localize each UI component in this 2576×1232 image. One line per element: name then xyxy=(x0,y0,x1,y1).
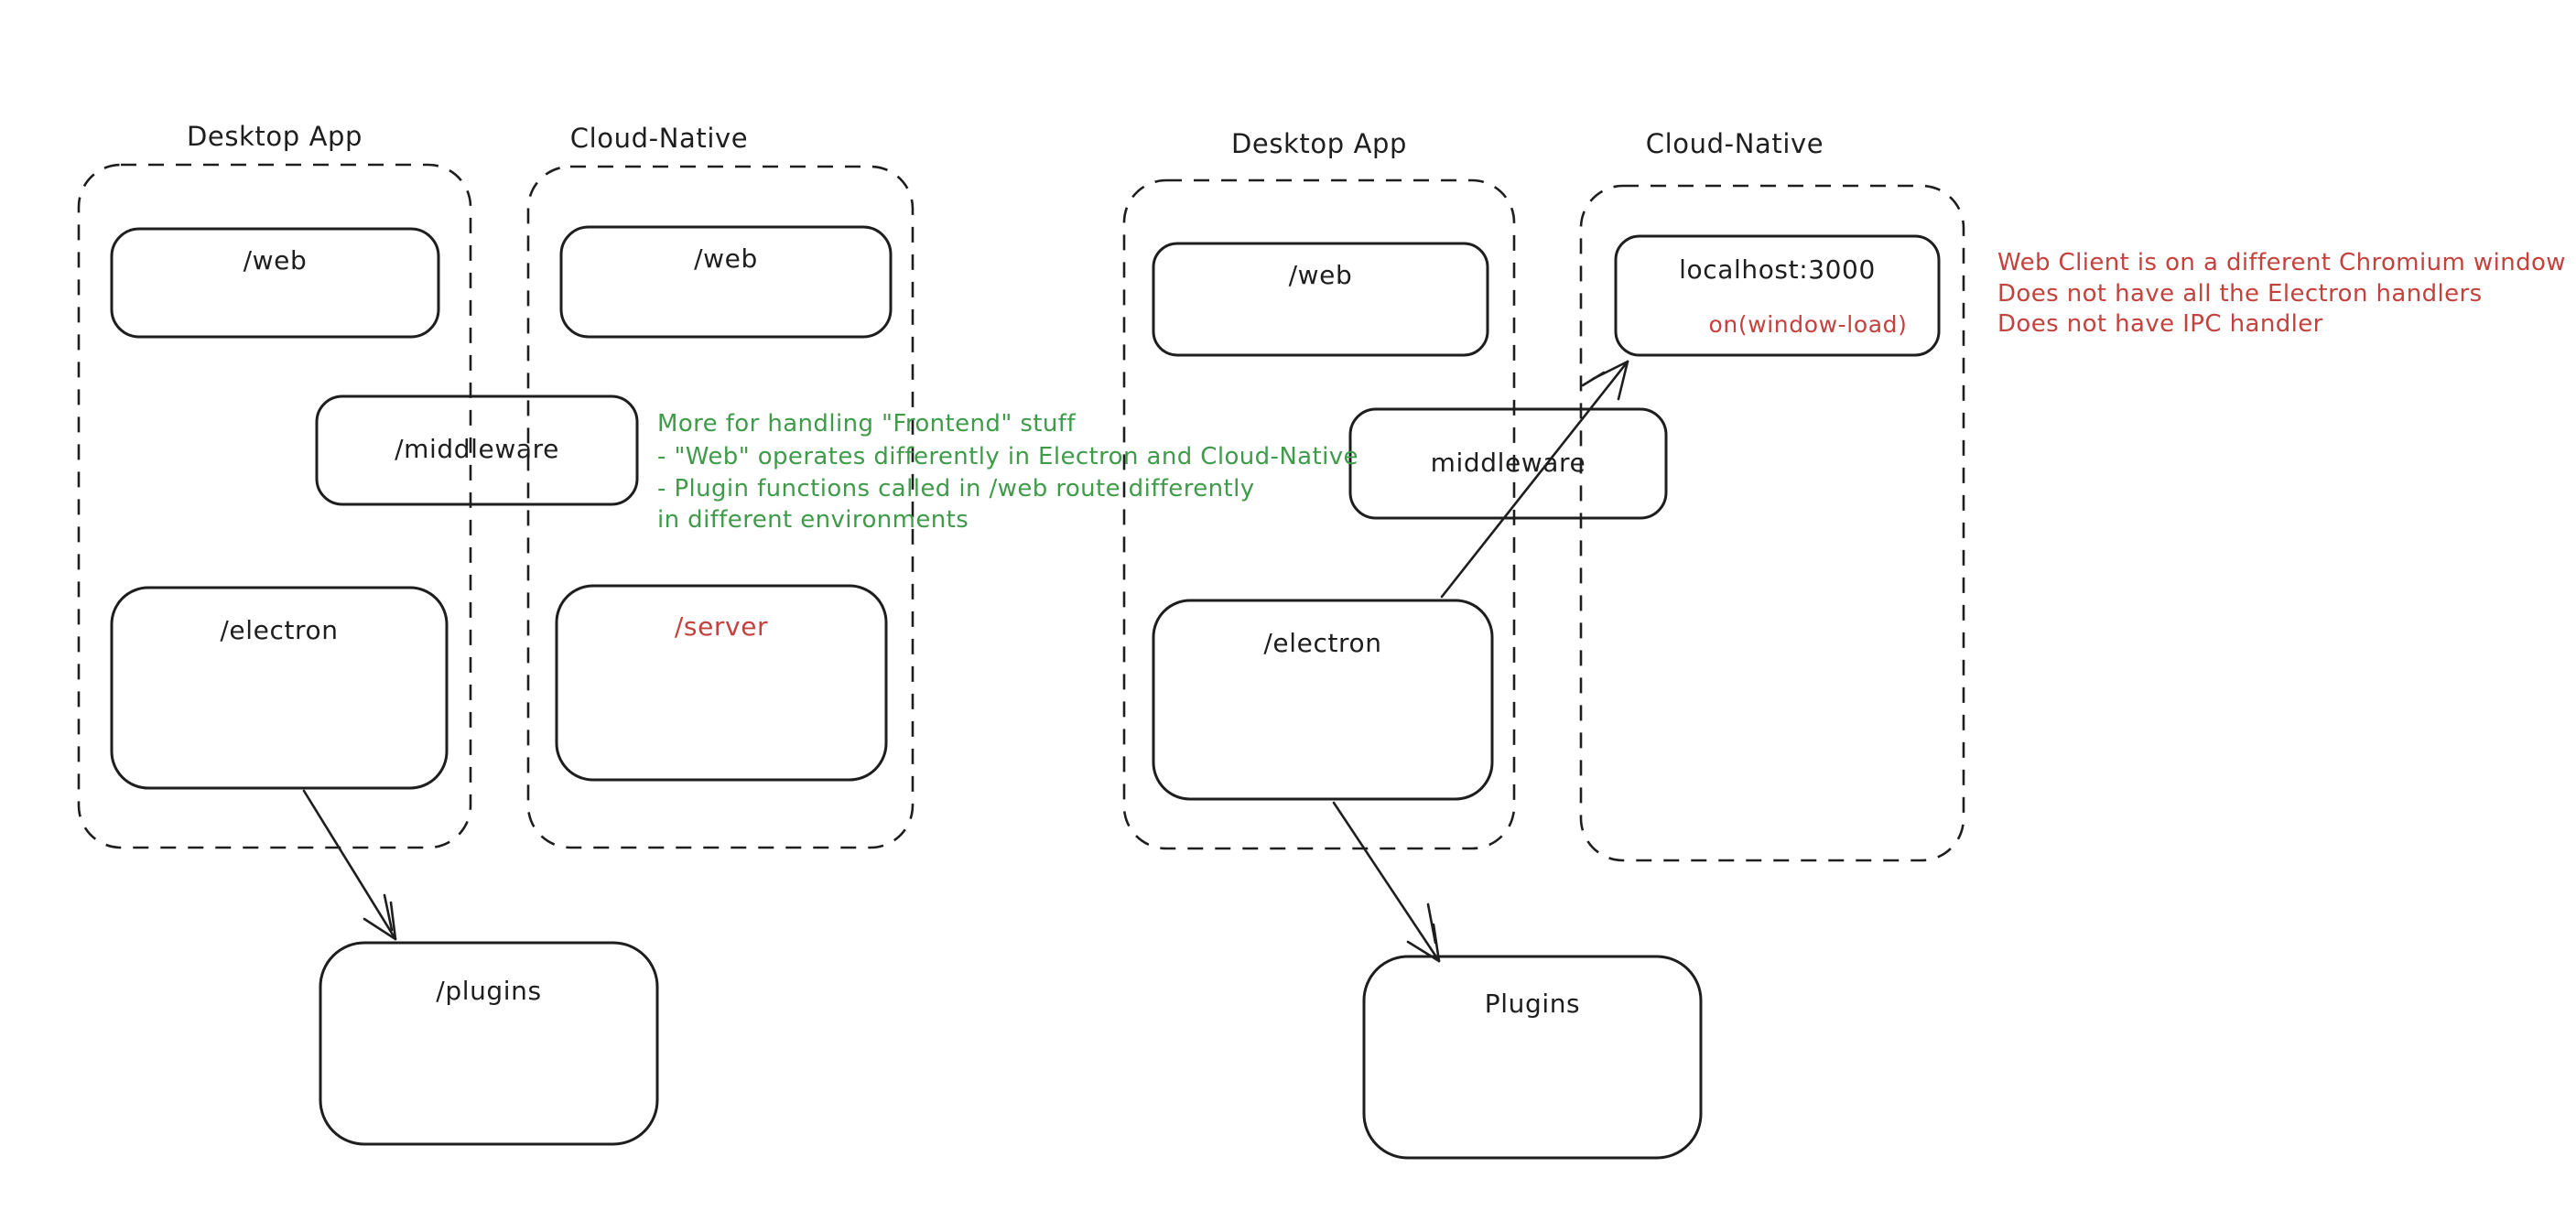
web-box-left-desktop xyxy=(110,227,440,339)
plugins-box-left xyxy=(319,941,659,1146)
localhost-box xyxy=(1614,234,1941,357)
web-box-left-cloud xyxy=(559,225,893,339)
middleware-box-left xyxy=(315,394,639,506)
middleware-label-left: /middleware xyxy=(395,434,559,464)
plugins-label-left: /plugins xyxy=(436,976,542,1006)
web-box-right-desktop xyxy=(1152,242,1489,357)
on-window-load-label: on(window-load) xyxy=(1708,311,1908,338)
server-box xyxy=(555,584,888,782)
green-note-line-2: - "Web" operates differently in Electron… xyxy=(657,443,1358,470)
green-note-line-4: in different environments xyxy=(657,506,969,534)
green-note-line-1: More for handling "Frontend" stuff xyxy=(657,410,1076,438)
electron-box-left xyxy=(110,586,449,790)
web-label-left-cloud: /web xyxy=(694,243,758,274)
plugins-label-right: Plugins xyxy=(1484,989,1581,1019)
plugins-box-right xyxy=(1362,955,1703,1160)
electron-label-right: /electron xyxy=(1263,628,1382,658)
arrow-electron-to-localhost xyxy=(1440,360,1629,599)
red-note-line-3: Does not have IPC handler xyxy=(1997,310,2323,338)
container-title-cloud-left: Cloud-Native xyxy=(569,123,749,154)
middleware-box-right xyxy=(1348,407,1668,520)
localhost-label: localhost:3000 xyxy=(1679,254,1876,285)
web-label-left-desktop: /web xyxy=(243,245,308,276)
cloud-native-container-right xyxy=(1579,184,1965,862)
container-title-cloud-right: Cloud-Native xyxy=(1645,128,1824,159)
server-label: /server xyxy=(674,611,769,642)
electron-label-left: /electron xyxy=(220,615,339,645)
middleware-label-right: middleware xyxy=(1430,448,1586,478)
arrow-electron-to-plugins-left xyxy=(302,789,397,941)
red-note-line-2: Does not have all the Electron handlers xyxy=(1997,280,2483,308)
electron-box-right xyxy=(1152,599,1494,801)
container-title-desktop-left: Desktop App xyxy=(186,121,363,152)
cloud-native-container-left xyxy=(526,165,915,849)
web-label-right-desktop: /web xyxy=(1288,260,1353,290)
arrow-electron-to-plugins-right xyxy=(1332,801,1441,963)
desktop-app-container-left xyxy=(77,163,472,849)
red-note-line-1: Web Client is on a different Chromium wi… xyxy=(1997,249,2566,276)
desktop-app-container-right xyxy=(1122,178,1516,850)
container-title-desktop-right: Desktop App xyxy=(1230,128,1408,159)
green-note-line-3: - Plugin functions called in /web route … xyxy=(657,475,1255,503)
